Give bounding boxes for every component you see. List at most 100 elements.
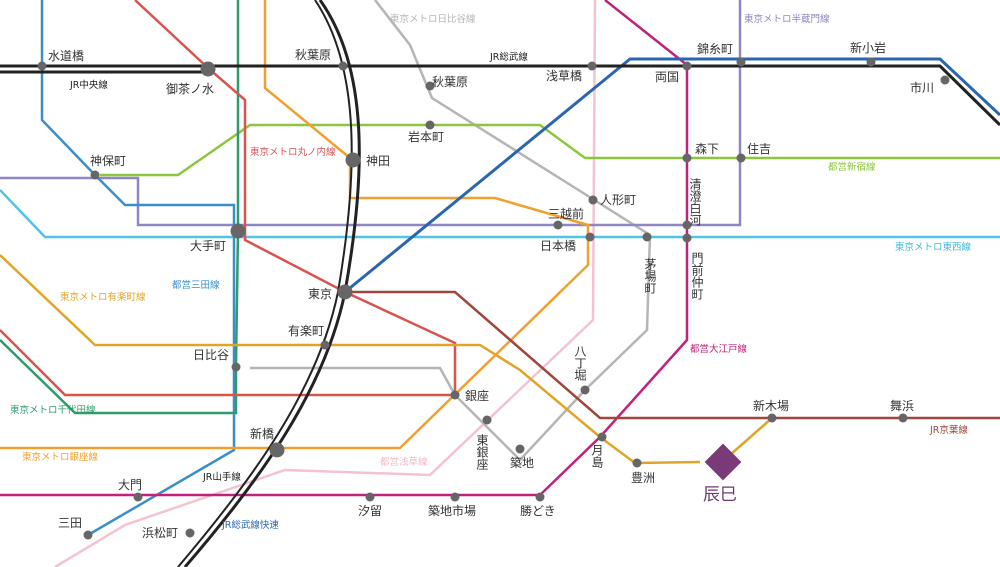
station-label-akihabara-hibiya: 秋葉原 bbox=[432, 75, 468, 89]
station-label-tsukijishijo: 築地市場 bbox=[428, 503, 476, 518]
station-label-mita: 三田 bbox=[58, 516, 82, 530]
station-dot-iwamotocho[interactable] bbox=[425, 120, 435, 130]
station-dot-tsukishima[interactable] bbox=[597, 432, 607, 442]
station-dot-shinkoiwa[interactable] bbox=[866, 57, 876, 67]
station-label-daimon: 大門 bbox=[118, 478, 142, 492]
label-hanzomon: 東京メトロ半蔵門線 bbox=[744, 13, 830, 25]
label-marunouchi: 東京メトロ丸ノ内線 bbox=[250, 146, 336, 158]
station-label-suidobashi: 水道橋 bbox=[48, 49, 84, 63]
station-label-kayabacho: 茅場町 bbox=[643, 258, 657, 294]
station-dot-ochanomizu[interactable] bbox=[200, 61, 216, 77]
station-dot-toyosu[interactable] bbox=[632, 458, 642, 468]
station-markers bbox=[37, 57, 950, 540]
label-oedo: 都営大江戸線 bbox=[690, 343, 748, 355]
station-label-ginza: 銀座 bbox=[465, 388, 489, 403]
station-dot-suidobashi[interactable] bbox=[37, 61, 47, 71]
line-ginza bbox=[0, 0, 590, 450]
station-label-iwamotocho: 岩本町 bbox=[408, 129, 444, 144]
station-dot-maihama[interactable] bbox=[898, 413, 908, 423]
station-dot-otemachi[interactable] bbox=[230, 223, 246, 239]
station-dot-morishita[interactable] bbox=[682, 153, 692, 163]
label-hibiya: 東京メトロ日比谷線 bbox=[390, 13, 476, 25]
station-label-shinkiba: 新木場 bbox=[753, 398, 789, 413]
label-asakusa: 都営浅草線 bbox=[380, 456, 428, 468]
line-tozai bbox=[0, 189, 1000, 239]
station-label-nihombashi: 日本橋 bbox=[540, 239, 576, 253]
station-label-monzen: 門前仲町 bbox=[690, 252, 704, 300]
station-label-tsukishima: 月島 bbox=[590, 444, 604, 469]
station-dot-tsukijishijo[interactable] bbox=[450, 492, 460, 502]
station-dot-kinshicho[interactable] bbox=[736, 57, 746, 67]
station-label-tsukiji: 築地 bbox=[510, 455, 534, 470]
station-label-maihama: 舞浜 bbox=[890, 399, 914, 413]
station-dot-akihabara-hibiya[interactable] bbox=[425, 81, 435, 91]
station-dot-monzen[interactable] bbox=[682, 233, 692, 243]
station-dot-hamamatsucho[interactable] bbox=[185, 528, 195, 538]
station-dot-mitsukoshimae[interactable] bbox=[553, 220, 563, 230]
station-dot-tsukiji[interactable] bbox=[515, 444, 525, 454]
station-dot-kachidoki[interactable] bbox=[535, 492, 545, 502]
station-dot-akihabara-jr[interactable] bbox=[338, 61, 348, 71]
label-jr-chuo: JR中央線 bbox=[69, 79, 108, 91]
station-dot-kayabacho[interactable] bbox=[642, 232, 652, 242]
station-dot-hatchobori[interactable] bbox=[580, 385, 590, 395]
line-oedo bbox=[0, 0, 689, 497]
label-yurakucho: 東京メトロ有楽町線 bbox=[60, 291, 146, 303]
station-dot-nihombashi[interactable] bbox=[585, 232, 595, 242]
label-shinjuku: 都営新宿線 bbox=[828, 161, 876, 173]
station-label-sumiyoshi: 住吉 bbox=[747, 142, 771, 156]
station-dot-ichikawa[interactable] bbox=[940, 75, 950, 85]
station-label-kanda: 神田 bbox=[366, 154, 390, 168]
station-label-shimbashi: 新橋 bbox=[250, 426, 274, 441]
label-ginza: 東京メトロ銀座線 bbox=[22, 451, 99, 463]
station-dot-kanda[interactable] bbox=[345, 152, 361, 168]
line-labels: JR中央線 JR総武線 JR山手線 JR総武線快速 JR京葉線 東京メトロ丸ノ内… bbox=[10, 13, 972, 531]
station-label-hatchobori: 八丁堀 bbox=[573, 345, 587, 382]
label-tozai: 東京メトロ東西線 bbox=[895, 241, 972, 253]
station-dot-asakusabashi[interactable] bbox=[587, 61, 597, 71]
station-dot-yurakucho[interactable] bbox=[320, 340, 330, 350]
line-keiyo bbox=[345, 290, 1000, 420]
station-dot-jimbocho[interactable] bbox=[90, 170, 100, 180]
station-dot-ningyocho[interactable] bbox=[588, 195, 598, 205]
label-jr-keiyo: JR京葉線 bbox=[929, 424, 968, 436]
station-dot-ryogoku[interactable] bbox=[682, 61, 692, 71]
destination-marker[interactable] bbox=[704, 443, 742, 481]
station-label-ichikawa: 市川 bbox=[910, 80, 934, 95]
station-label-higashiginza: 東銀座 bbox=[475, 434, 489, 471]
station-label-shiodome: 汐留 bbox=[358, 503, 382, 518]
station-dot-sumiyoshi[interactable] bbox=[736, 153, 746, 163]
station-label-kiyosumi: 清澄白河 bbox=[688, 178, 702, 226]
line-mita bbox=[40, 0, 236, 537]
station-dot-tokyo[interactable] bbox=[337, 284, 353, 300]
line-jr-sobu-rapid bbox=[344, 57, 1000, 294]
line-asakusa bbox=[54, 0, 597, 567]
station-dot-daimon[interactable] bbox=[133, 492, 143, 502]
line-jr-chuo-sobu bbox=[0, 64, 1000, 127]
station-label-akihabara-jr: 秋葉原 bbox=[295, 48, 331, 62]
station-label-otemachi: 大手町 bbox=[190, 239, 226, 253]
station-dot-shinkiba[interactable] bbox=[767, 413, 777, 423]
station-dot-mita[interactable] bbox=[83, 530, 93, 540]
station-label-ryogoku: 両国 bbox=[655, 70, 679, 84]
station-dot-kiyosumi[interactable] bbox=[682, 220, 692, 230]
station-label-kachidoki: 勝どき bbox=[520, 503, 556, 518]
station-label-jimbocho: 神保町 bbox=[90, 154, 126, 168]
station-dot-shimbashi[interactable] bbox=[269, 442, 285, 458]
station-label-hibiya: 日比谷 bbox=[193, 348, 229, 362]
station-dot-higashiginza[interactable] bbox=[482, 415, 492, 425]
station-dot-ginza[interactable] bbox=[450, 390, 460, 400]
station-label-morishita: 森下 bbox=[695, 141, 719, 156]
line-shinjuku bbox=[100, 123, 1000, 177]
label-chiyoda: 東京メトロ千代田線 bbox=[10, 404, 96, 416]
station-label-asakusabashi: 浅草橋 bbox=[546, 69, 582, 83]
station-label-hamamatsucho: 浜松町 bbox=[142, 526, 178, 540]
station-dot-shiodome[interactable] bbox=[365, 492, 375, 502]
station-dot-hibiya[interactable] bbox=[231, 362, 241, 372]
station-label-shinkoiwa: 新小岩 bbox=[850, 40, 886, 55]
station-label-yurakucho: 有楽町 bbox=[288, 324, 324, 338]
station-label-ningyocho: 人形町 bbox=[600, 193, 636, 207]
